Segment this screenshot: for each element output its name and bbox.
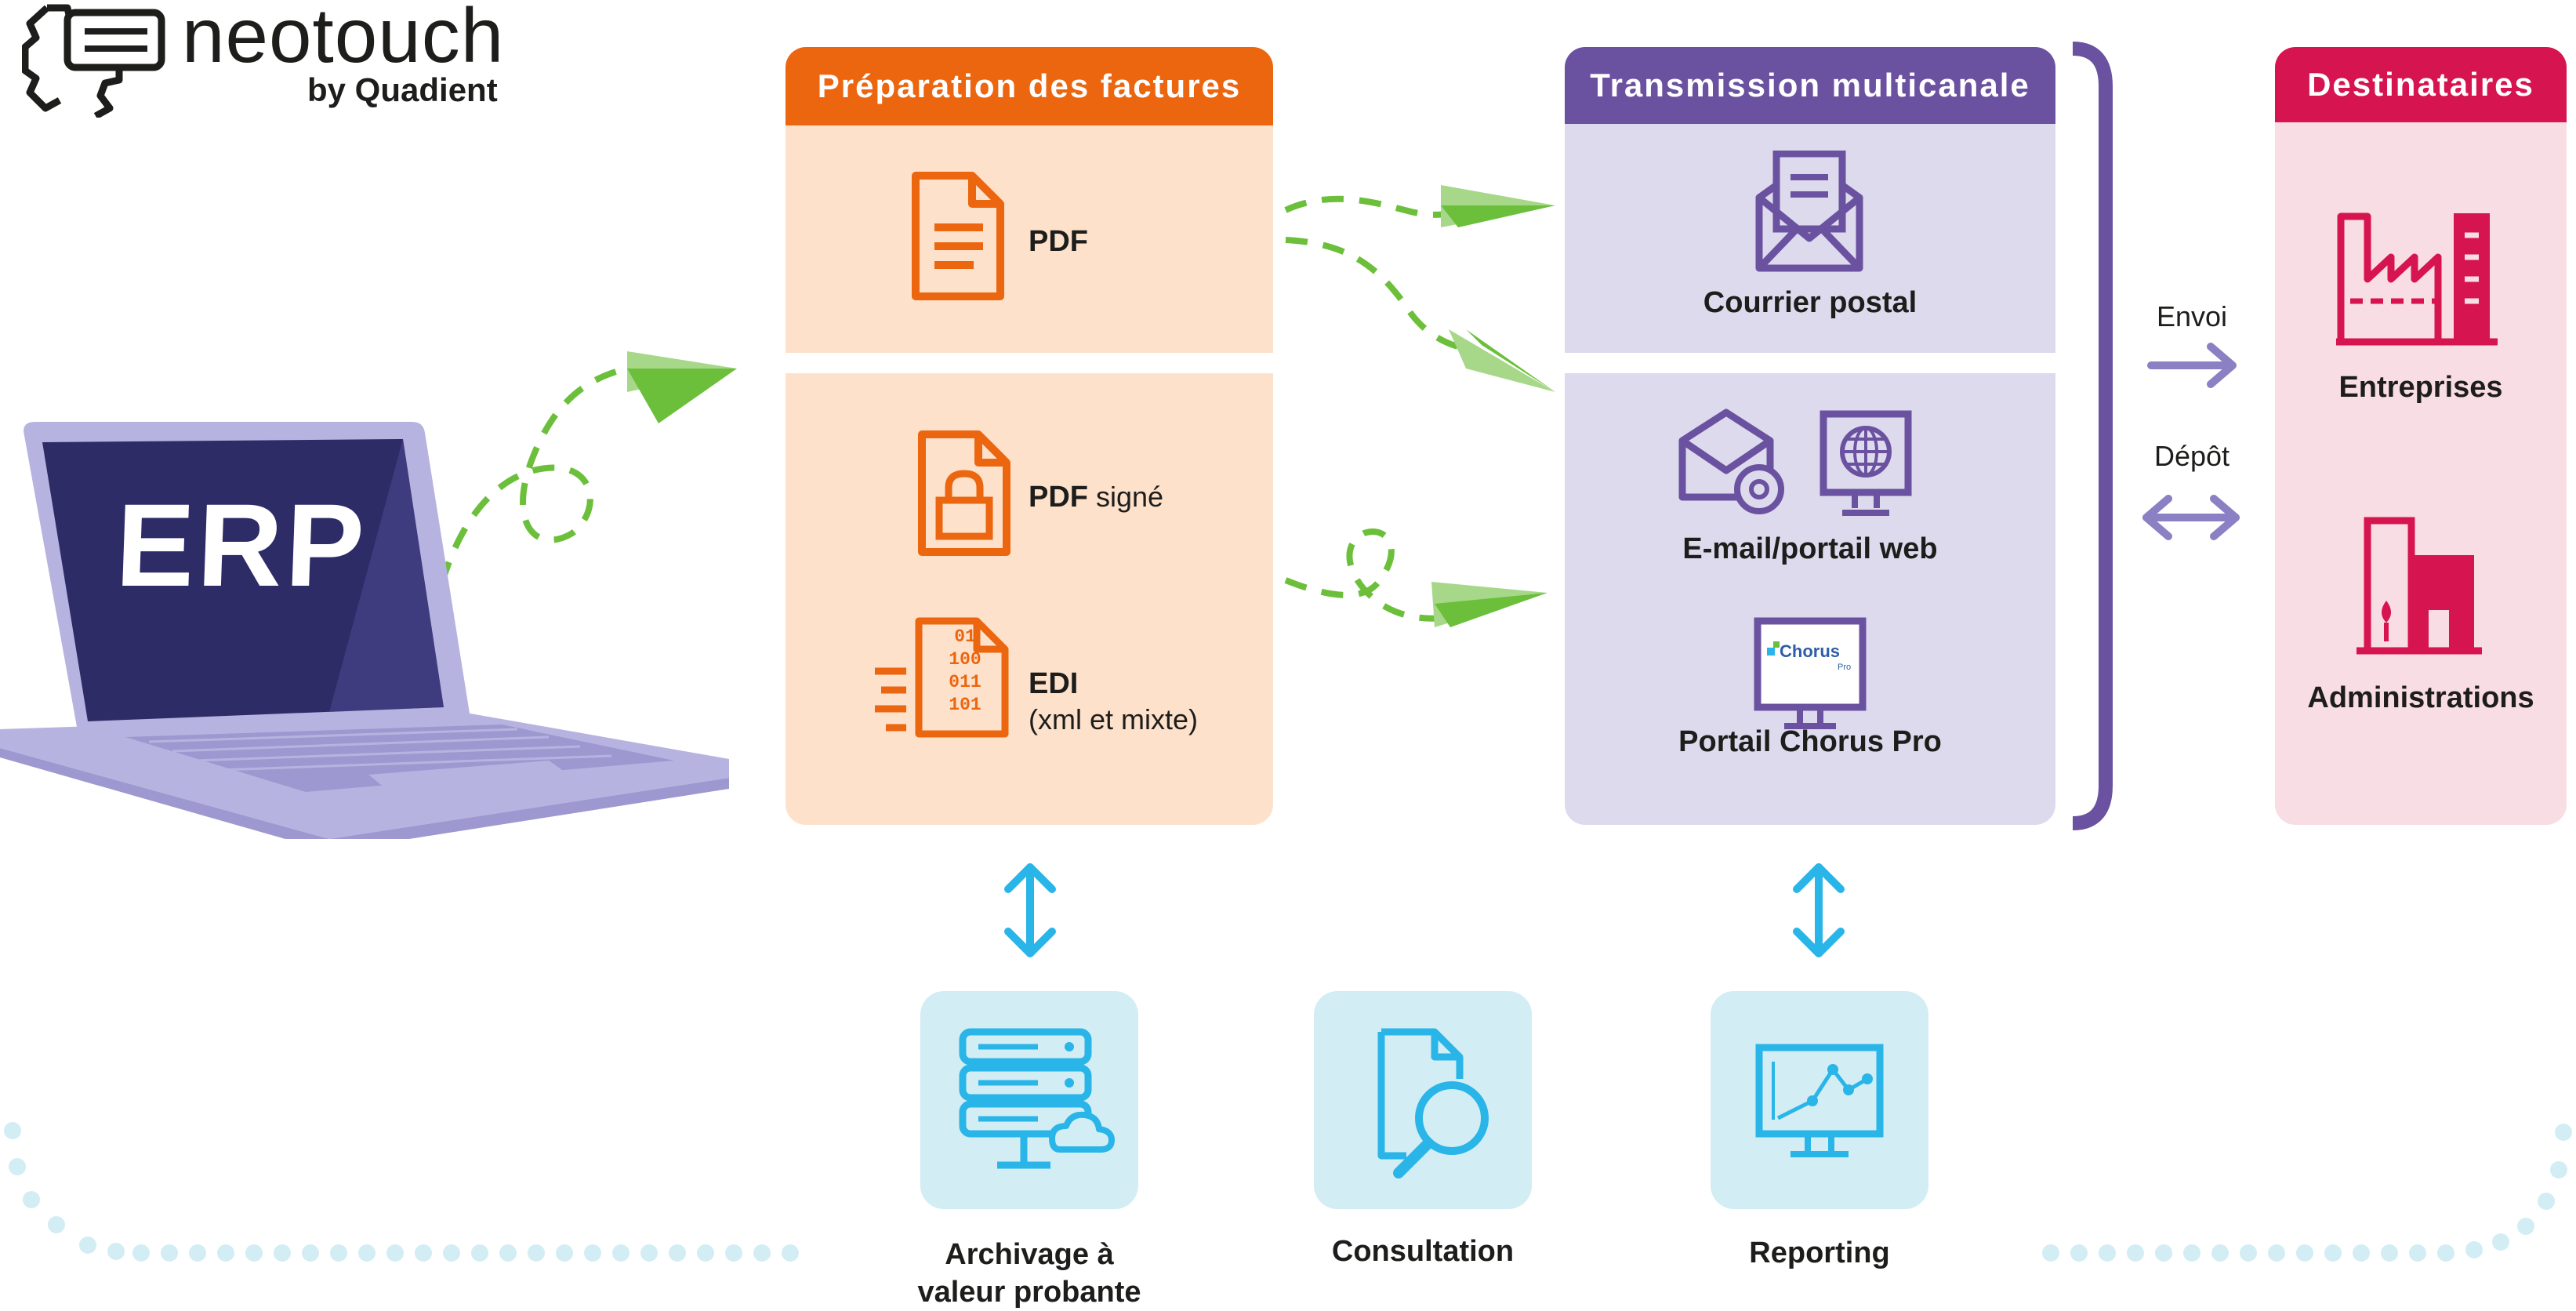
laptop-icon [0, 422, 729, 839]
erp-label: ERP [114, 479, 370, 611]
administrations-label: Administrations [2307, 681, 2534, 714]
signed-to-chorus-path [1284, 528, 1468, 622]
signed-pdf-label: PDF signé [1029, 480, 1163, 516]
entreprises-label: Entreprises [2338, 371, 2503, 404]
bracket [2072, 42, 2113, 830]
transmission-header: Transmission multicanale [1565, 47, 2055, 124]
destinataires-panel [2275, 122, 2567, 825]
transmission-bottom-panel [1565, 373, 2055, 825]
trans-reporting-arrow-icon [1793, 863, 1845, 957]
email-web-icons [1678, 409, 1912, 516]
dotted-arc-right [2042, 1124, 2572, 1262]
pdf-document-icon [912, 172, 1004, 300]
paper-plane-icon [1449, 329, 1555, 392]
consultation-label: Consultation [1331, 1235, 1515, 1268]
email-web-label: E-mail/portail web [1682, 532, 1938, 565]
mail-envelope-icon [1755, 151, 1863, 272]
chorus-logo-sub: Pro [1838, 663, 1852, 672]
neotouch-gear-icon [22, 4, 165, 118]
signed-pdf-label-main: PDF [1029, 481, 1088, 514]
archive-label-line1: Archivage à [945, 1238, 1114, 1271]
depot-label: Dépôt [2153, 440, 2230, 472]
pdf-to-postal-path [1284, 195, 1476, 218]
envoi-arrow-icon [2147, 343, 2237, 388]
preparation-header: Préparation des factures [785, 47, 1273, 125]
pdf-to-email-path [1285, 237, 1479, 353]
edi-digit-row: 011 [949, 672, 981, 692]
envoi-label: Envoi [2156, 300, 2228, 332]
server-cloud-icon [959, 1028, 1115, 1169]
postal-label: Courrier postal [1703, 286, 1917, 319]
signed-pdf-lock-icon [918, 430, 1010, 556]
preparation-bottom-panel [785, 373, 1273, 825]
edi-label: EDI [1029, 667, 1079, 700]
archive-label: Archivage à valeur probante [865, 1236, 1193, 1311]
edi-digit-row: 100 [949, 649, 981, 670]
logo-wordmark: neotouch [182, 0, 505, 78]
reporting-label: Reporting [1749, 1237, 1890, 1269]
destinataires-header: Destinataires [2275, 47, 2567, 122]
prep-archive-arrow-icon [1004, 863, 1056, 957]
edi-digits: 01 100 011 101 [930, 626, 1000, 717]
edi-sublabel: (xml et mixte) [1029, 703, 1198, 735]
chorus-logo-text: Chorus [1780, 641, 1840, 661]
consultation-tile[interactable] [1314, 991, 1532, 1209]
web-monitor-icon [1820, 410, 1912, 516]
paper-plane-icon [627, 351, 737, 423]
dotted-arc-left [4, 1122, 799, 1262]
logo-byline: by Quadient [307, 71, 498, 108]
paper-plane-icon [1441, 185, 1555, 227]
document-search-icon [1377, 1028, 1489, 1178]
reporting-tile[interactable] [1711, 991, 1928, 1209]
erp-dashed-path [430, 365, 628, 620]
administration-building-icon [2356, 517, 2482, 655]
archive-tile[interactable] [920, 991, 1138, 1209]
preparation-top-panel [785, 125, 1273, 353]
edi-digit-row: 101 [949, 695, 981, 715]
edi-digit-row: 01 [954, 626, 976, 647]
depot-arrow-icon [2142, 495, 2240, 540]
factory-icon [2336, 212, 2498, 346]
archive-label-line2: valeur probante [917, 1276, 1141, 1309]
email-at-icon [1678, 409, 1784, 514]
reporting-chart-icon [1755, 1044, 1884, 1157]
paper-plane-icon [1431, 582, 1547, 627]
signed-pdf-label-suffix: signé [1088, 481, 1164, 513]
chorus-label: Portail Chorus Pro [1678, 725, 1942, 758]
pdf-label: PDF [1029, 225, 1088, 258]
chorus-monitor-icon [1754, 617, 1867, 729]
edi-file-icon [875, 617, 1009, 738]
